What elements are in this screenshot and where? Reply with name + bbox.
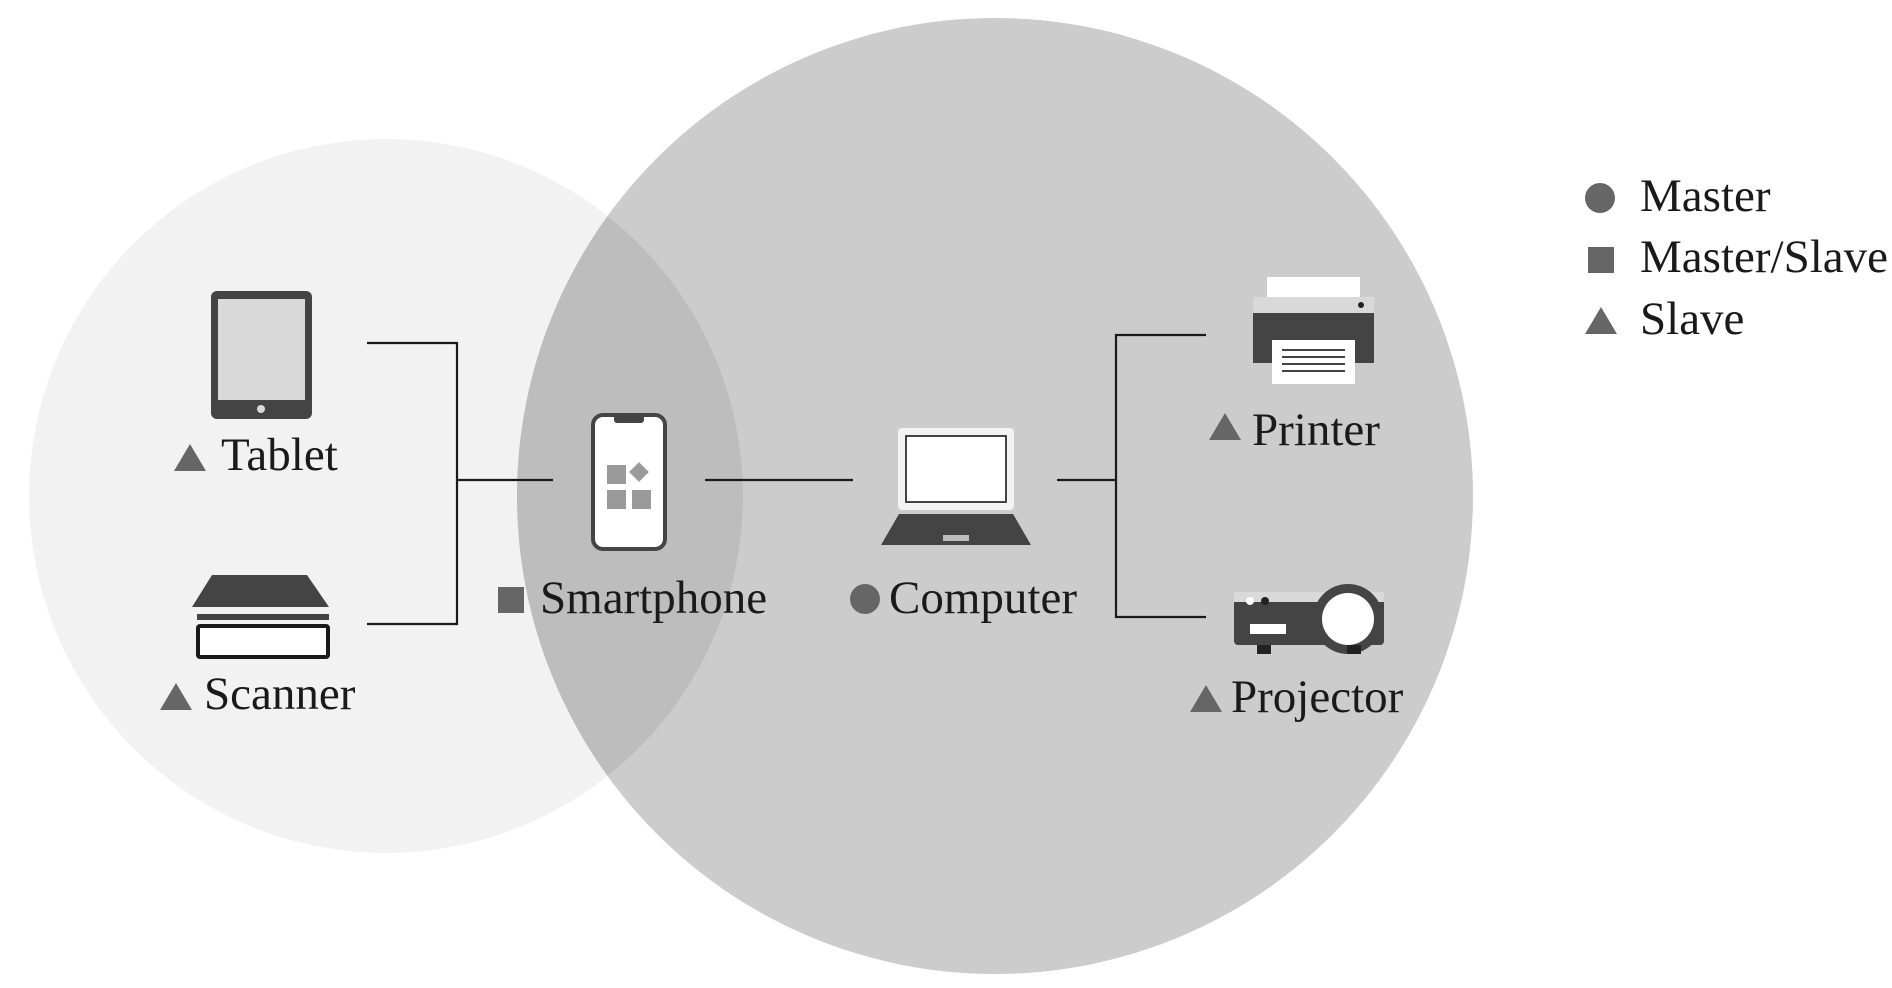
master-marker (850, 584, 880, 614)
scanner-icon (192, 575, 330, 659)
laptop-icon (881, 428, 1031, 545)
device-scanner: Scanner (160, 575, 356, 720)
master-slave-square-icon (1588, 247, 1614, 273)
master-slave-marker (498, 587, 524, 613)
master-circle-icon (1585, 183, 1615, 213)
connector-printer (1114, 333, 1206, 480)
device-label-smartphone: Smartphone (540, 572, 767, 624)
printer-icon (1253, 277, 1374, 384)
slave-marker (174, 444, 206, 471)
slave-marker (160, 683, 192, 710)
legend-label-master-slave: Master/Slave (1640, 231, 1888, 283)
device-label-tablet: Tablet (221, 429, 338, 481)
slave-triangle-icon (1585, 307, 1617, 334)
device-label-scanner: Scanner (204, 668, 356, 720)
legend-label-slave: Slave (1640, 293, 1744, 345)
device-printer: Printer (1209, 277, 1380, 456)
device-label-projector: Projector (1231, 671, 1404, 723)
device-computer: Computer (850, 428, 1077, 624)
device-label-printer: Printer (1252, 404, 1380, 456)
tablet-icon (211, 291, 312, 419)
legend-item-slave: Slave (1585, 293, 1744, 345)
legend-item-master: Master (1585, 170, 1771, 222)
device-projector: Projector (1190, 584, 1404, 723)
legend-label-master: Master (1640, 170, 1771, 222)
connection-lines (367, 333, 1206, 626)
legend: Master Master/Slave Slave (1585, 170, 1888, 345)
slave-marker (1190, 685, 1222, 712)
device-tablet: Tablet (174, 291, 338, 481)
network-overlap-region (517, 139, 743, 853)
projector-icon (1234, 584, 1384, 654)
connector-projector (1114, 480, 1206, 619)
connector-scanner (367, 480, 459, 626)
slave-marker (1209, 413, 1241, 440)
smartphone-icon (591, 413, 667, 551)
device-smartphone: Smartphone (498, 413, 767, 624)
device-label-computer: Computer (889, 572, 1077, 624)
legend-item-master-slave: Master/Slave (1588, 231, 1888, 283)
connector-tablet (367, 341, 459, 480)
